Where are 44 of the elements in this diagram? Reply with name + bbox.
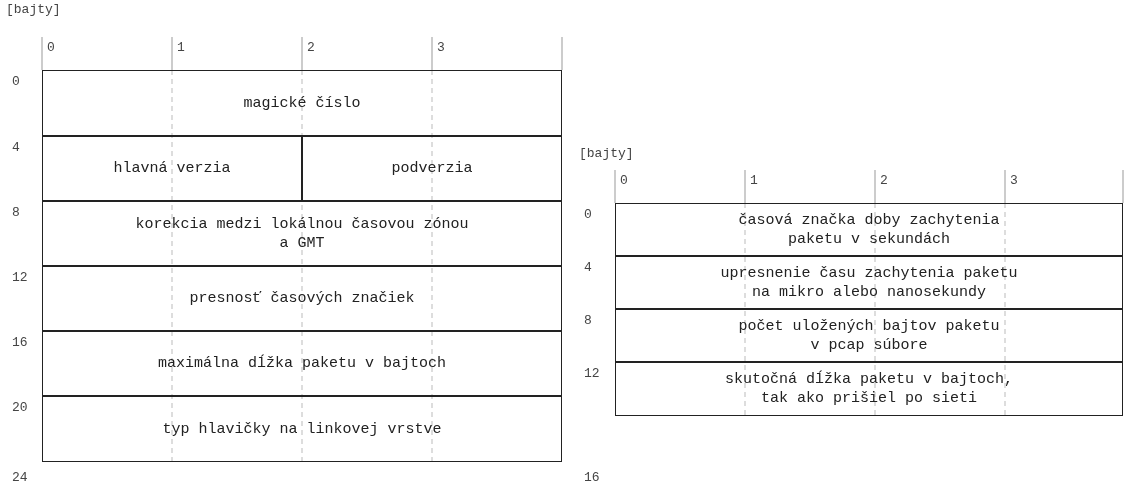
field-box — [42, 136, 302, 201]
byte-index: 2 — [307, 40, 315, 55]
unit-label: [bajty] — [579, 146, 634, 161]
byte-index: 3 — [437, 40, 445, 55]
offset-label: 16 — [584, 470, 600, 485]
field-box — [42, 201, 562, 266]
field-box — [302, 136, 562, 201]
field-name: hlavná verzia — [113, 159, 231, 178]
byte-index: 1 — [750, 173, 758, 188]
offset-label: 20 — [12, 400, 28, 415]
field-name: maximálna dĺžka paketu v bajtoch — [157, 354, 446, 373]
offset-label: 4 — [584, 260, 592, 275]
field-box — [615, 309, 1123, 362]
field-box — [42, 331, 562, 396]
offset-label: 8 — [12, 205, 20, 220]
field-box — [42, 266, 562, 331]
unit-label: [bajty] — [6, 2, 61, 17]
byte-index: 3 — [1010, 173, 1018, 188]
field-name: presnosť časových značiek — [189, 289, 415, 308]
field-name: počet uložených bajtov paketu v pcap súbore — [737, 316, 1001, 355]
offset-label: 0 — [584, 207, 592, 222]
offset-label: 0 — [12, 74, 20, 89]
field-name: upresnenie času zachytenia paketu na mikro alebo nanosekundy — [719, 263, 1019, 302]
field-name: magické číslo — [243, 93, 361, 113]
offset-label: 24 — [12, 470, 28, 485]
byte-index: 2 — [880, 173, 888, 188]
offset-label: 16 — [12, 335, 28, 350]
byte-index: 0 — [620, 173, 628, 188]
field-box — [615, 256, 1123, 309]
byte-index: 0 — [47, 40, 55, 55]
offset-label: 4 — [12, 140, 20, 155]
field-name: typ hlavičky na linkovej vrstve — [162, 419, 442, 439]
field-box — [615, 362, 1123, 416]
offset-label: 8 — [584, 313, 592, 328]
field-name: skutočná dĺžka paketu v bajtoch, tak ako prišiel po sieti — [723, 370, 1014, 408]
field-name: korekcia medzi lokálnou časovou zónou a GMT — [134, 214, 470, 253]
field-name: podverzia — [391, 159, 473, 178]
field-name: časová značka doby zachytenia paketu v sekundách — [737, 210, 1001, 249]
offset-label: 12 — [584, 366, 600, 381]
field-box — [615, 203, 1123, 256]
field-box — [42, 396, 562, 462]
offset-label: 12 — [12, 270, 28, 285]
byte-index: 1 — [177, 40, 185, 55]
field-box — [42, 70, 562, 136]
